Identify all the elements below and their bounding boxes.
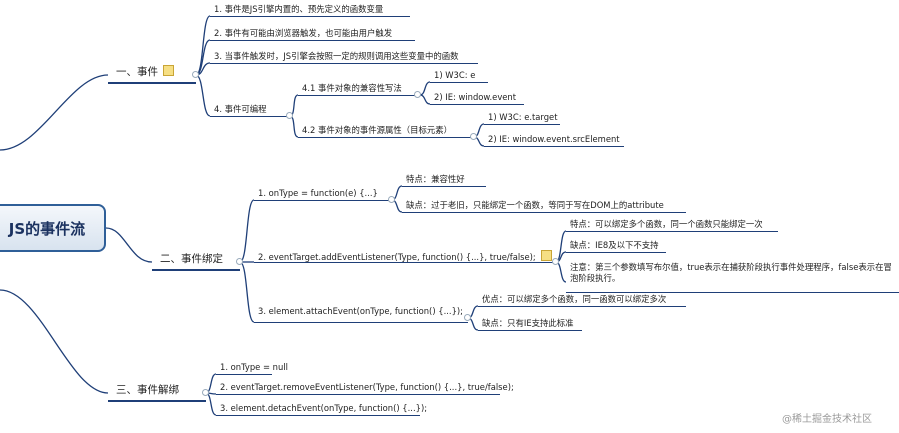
- b1-leaf-ie-srcelement: 2) IE: window.event.srcElement: [488, 134, 620, 144]
- collapse-toggle-icon[interactable]: [414, 91, 421, 98]
- underline: [210, 63, 478, 64]
- collapse-toggle-icon[interactable]: [388, 196, 395, 203]
- collapse-toggle-icon[interactable]: [464, 314, 471, 321]
- b2-method-2: 2. eventTarget.addEventListener(Type, fu…: [258, 250, 552, 263]
- b2-m2-con: 缺点：IE8及以下不支持: [570, 240, 659, 250]
- underline: [566, 231, 778, 232]
- branch-event-unbinding[interactable]: 三、事件解绑: [108, 380, 206, 402]
- b2-m1-pro: 特点：兼容性好: [406, 174, 465, 184]
- underline: [254, 262, 556, 263]
- b1-item-1: 1. 事件是JS引擎内置的、预先定义的函数变量: [214, 4, 384, 14]
- b2-m3-pro: 优点：可以绑定多个函数，同一函数可以绑定多次: [482, 294, 667, 304]
- b1-sub-4-1: 4.1 事件对象的兼容性写法: [302, 83, 402, 93]
- underline: [484, 124, 560, 125]
- underline: [216, 374, 272, 375]
- underline: [484, 146, 624, 147]
- root-label: JS的事件流: [8, 219, 86, 238]
- b1-sub-4-2: 4.2 事件对象的事件源属性（目标元素）: [302, 125, 452, 135]
- b2-method-2-label: 2. eventTarget.addEventListener(Type, fu…: [258, 252, 536, 262]
- collapse-toggle-icon[interactable]: [552, 258, 559, 265]
- underline: [254, 322, 468, 323]
- branch-event-binding[interactable]: 二、事件绑定: [152, 249, 240, 271]
- b2-m2-pro: 特点：可以绑定多个函数，同一个函数只能绑定一次: [570, 219, 763, 229]
- underline: [566, 252, 666, 253]
- note-icon: [540, 250, 552, 261]
- underline: [402, 212, 686, 213]
- b1-leaf-w3c-e: 1) W3C: e: [434, 70, 476, 80]
- underline: [402, 186, 486, 187]
- collapse-toggle-icon[interactable]: [202, 389, 209, 396]
- b2-m1-con: 缺点：过于老旧，只能绑定一个函数，等同于写在DOM上的attribute: [406, 200, 664, 210]
- underline: [216, 394, 500, 395]
- b2-m2-note: 注意：第三个参数填写布尔值，true表示在捕获阶段执行事件处理程序，false表…: [570, 262, 892, 283]
- branch-events[interactable]: 一、事件: [108, 62, 196, 84]
- underline: [298, 95, 420, 96]
- underline: [430, 82, 488, 83]
- underline: [298, 137, 474, 138]
- b2-m3-con: 缺点：只有IE支持此标准: [482, 318, 574, 328]
- underline: [210, 116, 290, 117]
- b3-item-1: 1. onType = null: [220, 362, 288, 372]
- b1-leaf-ie-event: 2) IE: window.event: [434, 92, 517, 102]
- underline: [478, 330, 582, 331]
- watermark: @稀土掘金技术社区: [782, 414, 872, 425]
- b1-leaf-w3c-target: 1) W3C: e.target: [488, 112, 558, 122]
- b1-item-3: 3. 当事件触发时，JS引擎会按照一定的规则调用这些变量中的函数: [214, 51, 459, 61]
- b3-item-2: 2. eventTarget.removeEventListener(Type,…: [220, 382, 514, 392]
- b2-method-1: 1. onType = function(e) {...}: [258, 188, 378, 198]
- underline: [210, 16, 410, 17]
- underline: [254, 200, 392, 201]
- collapse-toggle-icon[interactable]: [286, 112, 293, 119]
- underline: [216, 415, 420, 416]
- branch-binding-label: 二、事件绑定: [160, 253, 223, 265]
- b3-item-3: 3. element.detachEvent(onType, function(…: [220, 403, 428, 413]
- underline: [210, 40, 415, 41]
- b1-item-2: 2. 事件有可能由浏览器触发，也可能由用户触发: [214, 28, 393, 38]
- root-topic[interactable]: JS的事件流: [0, 204, 106, 252]
- branch-events-label: 一、事件: [116, 66, 158, 78]
- collapse-toggle-icon[interactable]: [236, 258, 243, 265]
- underline: [478, 306, 686, 307]
- branch-unbinding-label: 三、事件解绑: [116, 384, 179, 396]
- b1-item-4: 4. 事件可编程: [214, 104, 267, 114]
- b2-method-3: 3. element.attachEvent(onType, function(…: [258, 306, 463, 316]
- note-icon: [163, 65, 174, 76]
- underline: [430, 104, 524, 105]
- underline: [566, 292, 899, 293]
- collapse-toggle-icon[interactable]: [192, 71, 199, 78]
- collapse-toggle-icon[interactable]: [470, 133, 477, 140]
